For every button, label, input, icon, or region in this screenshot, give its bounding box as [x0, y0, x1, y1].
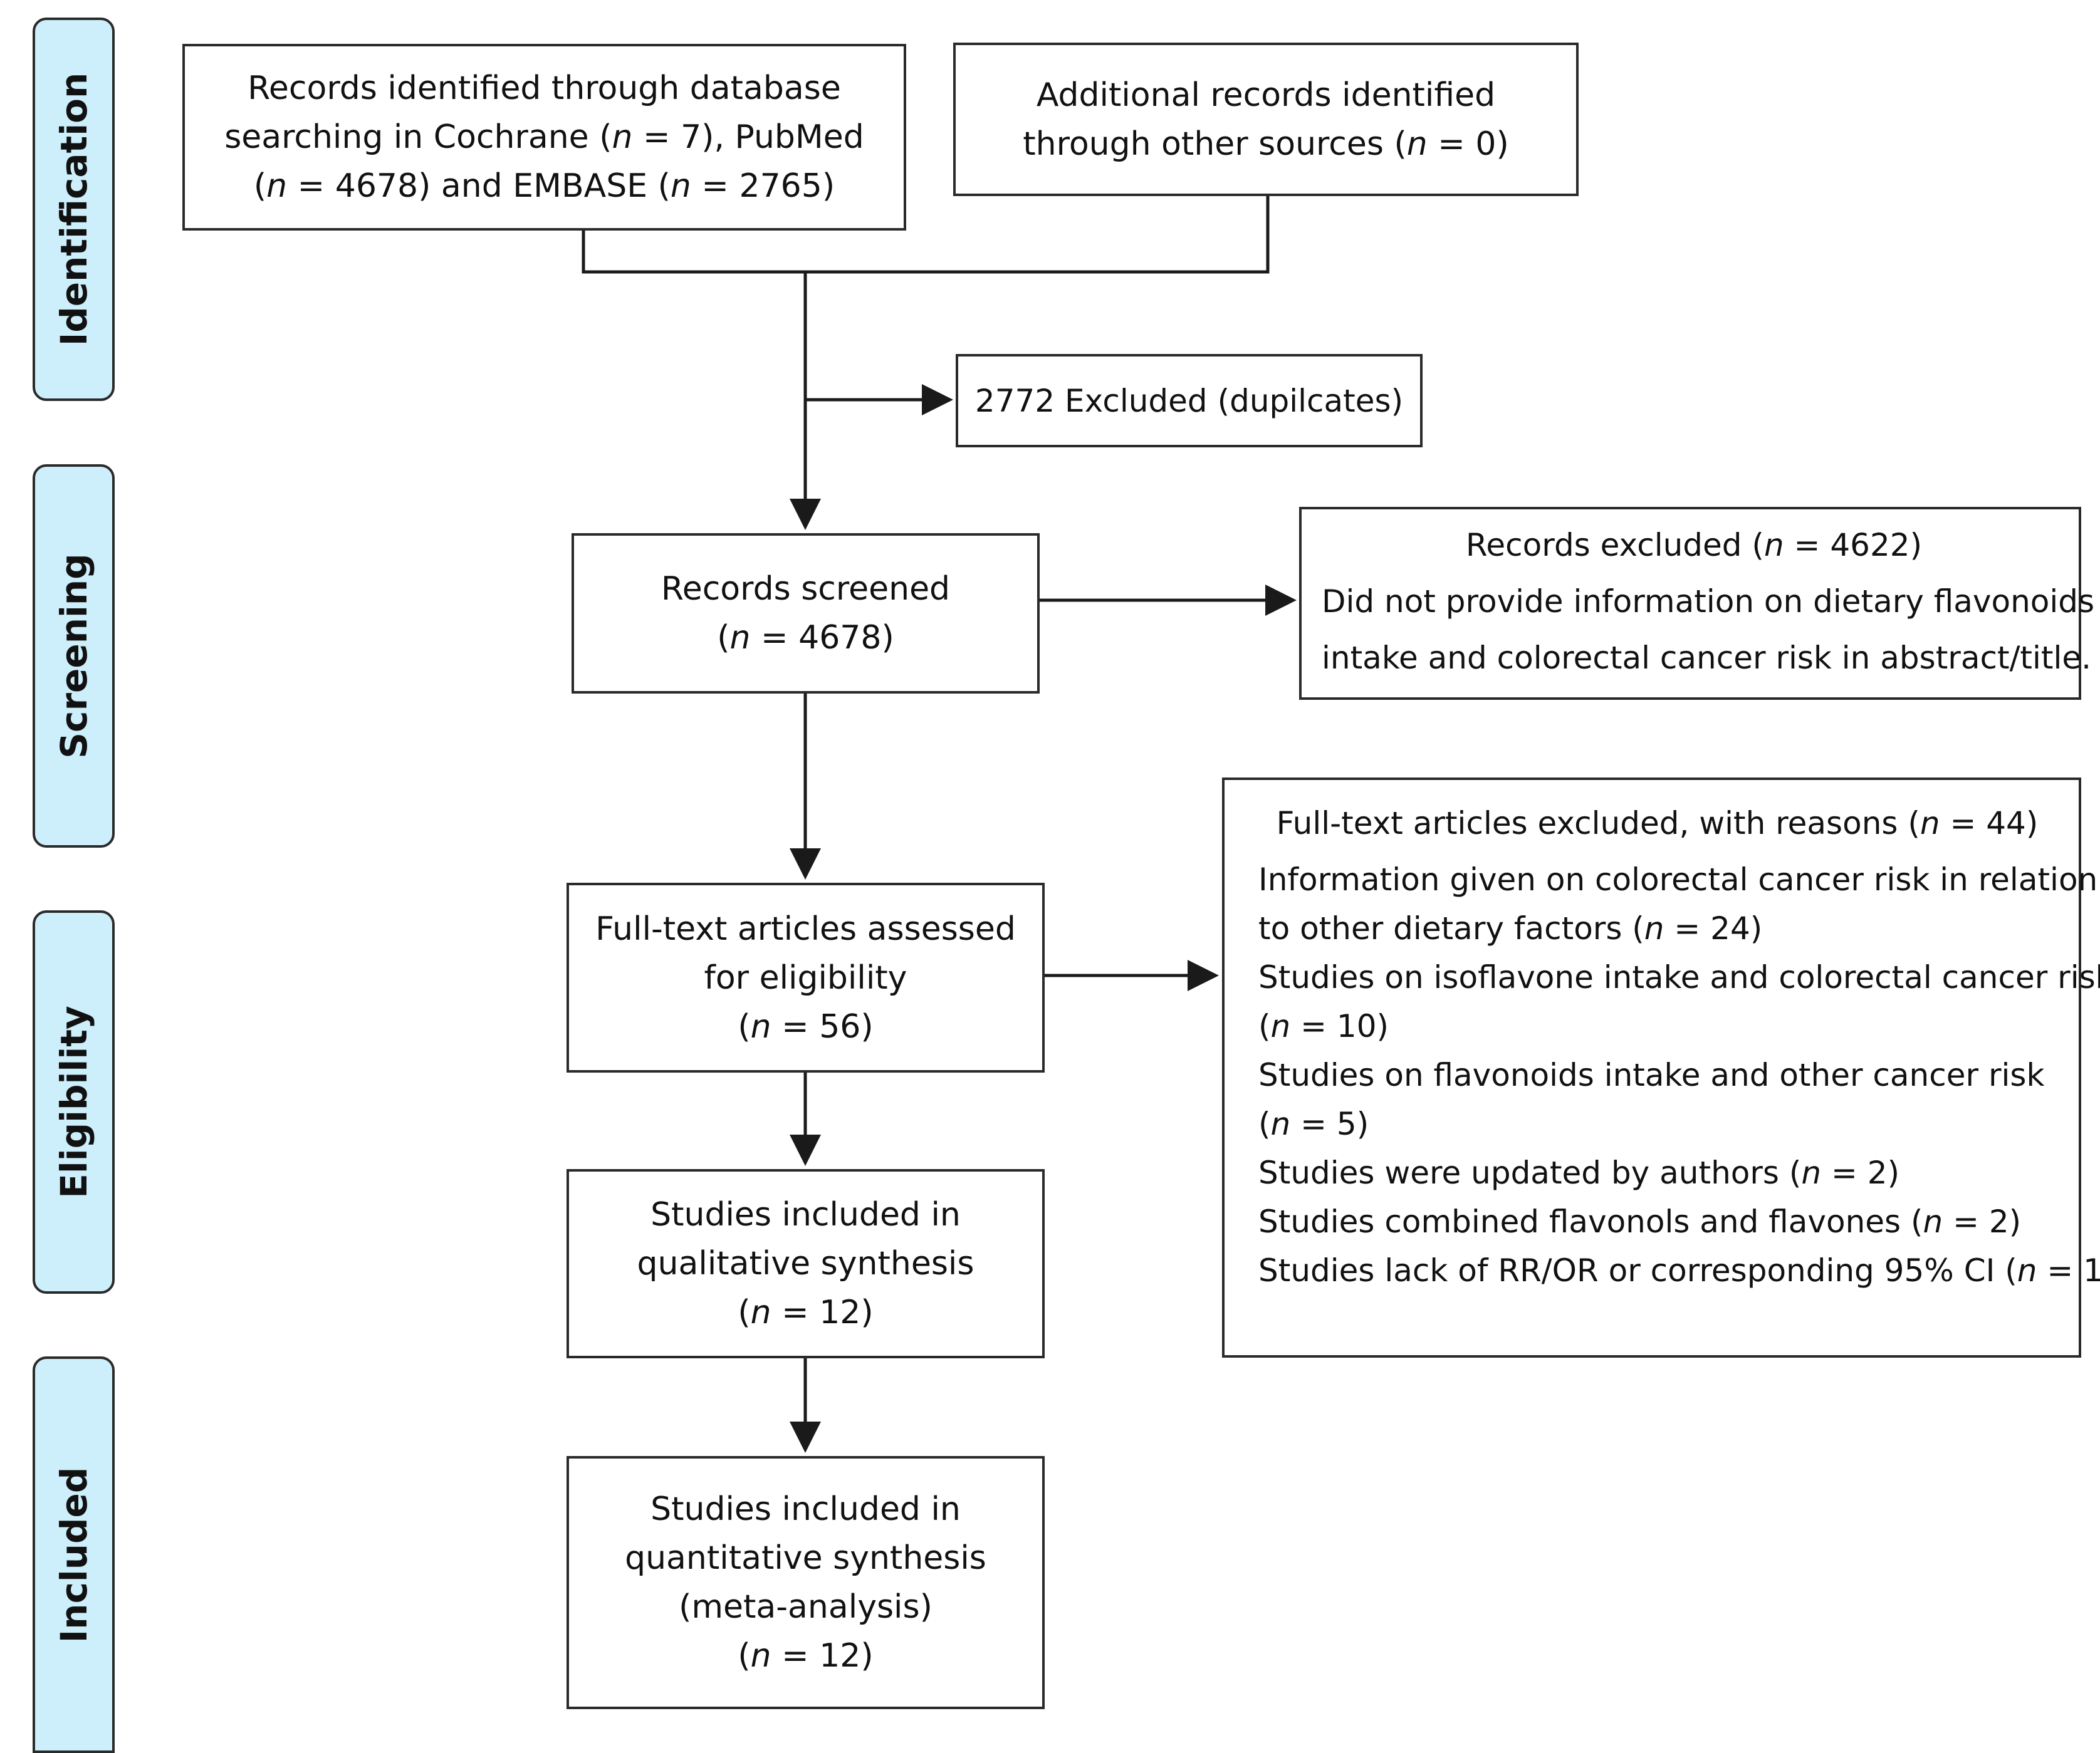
database-line-1: Records identified through database [248, 70, 841, 107]
screened-line-2: (n = 4678) [717, 619, 894, 657]
quantitative-synthesis-box: Studies included in quantitative synthes… [567, 1456, 1045, 1709]
duplicates-excluded-box: 2772 Excluded (dupilcates) [956, 354, 1423, 447]
qualitative-line-1: Studies included in [650, 1196, 961, 1234]
database-records-box: Records identified through database sear… [182, 44, 906, 231]
other-sources-line-1: Additional records identified [1036, 76, 1496, 114]
database-line-3: (n = 4678) and EMBASE (n = 2765) [253, 167, 835, 205]
fulltext-reason-5: Studies combined flavonols and flavones … [1258, 1204, 2022, 1240]
fulltext-excluded-box: Full-text articles excluded, with reason… [1222, 778, 2100, 1358]
quantitative-line-4: (n = 12) [738, 1637, 874, 1675]
fulltext-reason-4: Studies were updated by authors (n = 2) [1258, 1155, 1900, 1191]
other-sources-line-2: through other sources (n = 0) [1023, 125, 1509, 163]
qualitative-line-3: (n = 12) [738, 1294, 874, 1331]
fulltext-line-3: (n = 56) [738, 1007, 874, 1046]
stage-identification-label: Identification [52, 72, 95, 346]
fulltext-reason-6: Studies lack of RR/OR or corresponding 9… [1258, 1252, 2100, 1289]
fulltext-reason-2-line-1: Studies on isoflavone intake and colorec… [1258, 959, 2100, 996]
stage-included: Included [33, 1356, 115, 1753]
quantitative-line-2: quantitative synthesis [625, 1539, 986, 1577]
records-excluded-box: Records excluded (n = 4622) Did not prov… [1299, 507, 2095, 700]
duplicates-label: 2772 Excluded (dupilcates) [974, 382, 1404, 419]
records-excluded-reason-1: Did not provide information on dietary f… [1322, 583, 2095, 620]
fulltext-reason-3-line-2: (n = 5) [1258, 1106, 1369, 1142]
qualitative-synthesis-box: Studies included in qualitative synthesi… [567, 1169, 1045, 1358]
records-excluded-header: Records excluded (n = 4622) [1465, 527, 1923, 563]
records-screened-box: Records screened (n = 4678) [572, 533, 1040, 694]
fulltext-line-2: for eligibility [704, 959, 907, 997]
screened-line-1: Records screened [661, 570, 951, 608]
fulltext-reason-1-line-2: to other dietary factors (n = 24) [1258, 910, 1763, 947]
quantitative-line-1: Studies included in [650, 1490, 961, 1528]
stage-included-label: Included [52, 1467, 95, 1643]
quantitative-line-3: (meta-analysis) [679, 1588, 932, 1626]
stage-screening: Screening [33, 464, 115, 848]
fulltext-reason-2-line-2: (n = 10) [1258, 1008, 1389, 1044]
fulltext-assessed-box: Full-text articles assessed for eligibil… [567, 883, 1045, 1073]
fulltext-line-1: Full-text articles assessed [595, 910, 1016, 948]
fulltext-reason-1-line-1: Information given on colorectal cancer r… [1258, 861, 2098, 898]
merge-connector [582, 196, 1270, 274]
records-excluded-reason-2: intake and colorectal cancer risk in abs… [1322, 640, 2092, 676]
stage-eligibility-label: Eligibility [52, 1006, 95, 1199]
fulltext-excluded-header: Full-text articles excluded, with reason… [1276, 805, 2039, 841]
stage-screening-label: Screening [52, 553, 95, 759]
database-line-2: searching in Cochrane (n = 7), PubMed [224, 118, 864, 156]
fulltext-reason-3-line-1: Studies on flavonoids intake and other c… [1258, 1057, 2045, 1093]
qualitative-line-2: qualitative synthesis [637, 1245, 974, 1282]
stage-identification: Identification [33, 18, 115, 401]
stage-eligibility: Eligibility [33, 910, 115, 1294]
other-sources-box: Additional records identified through ot… [953, 43, 1579, 196]
